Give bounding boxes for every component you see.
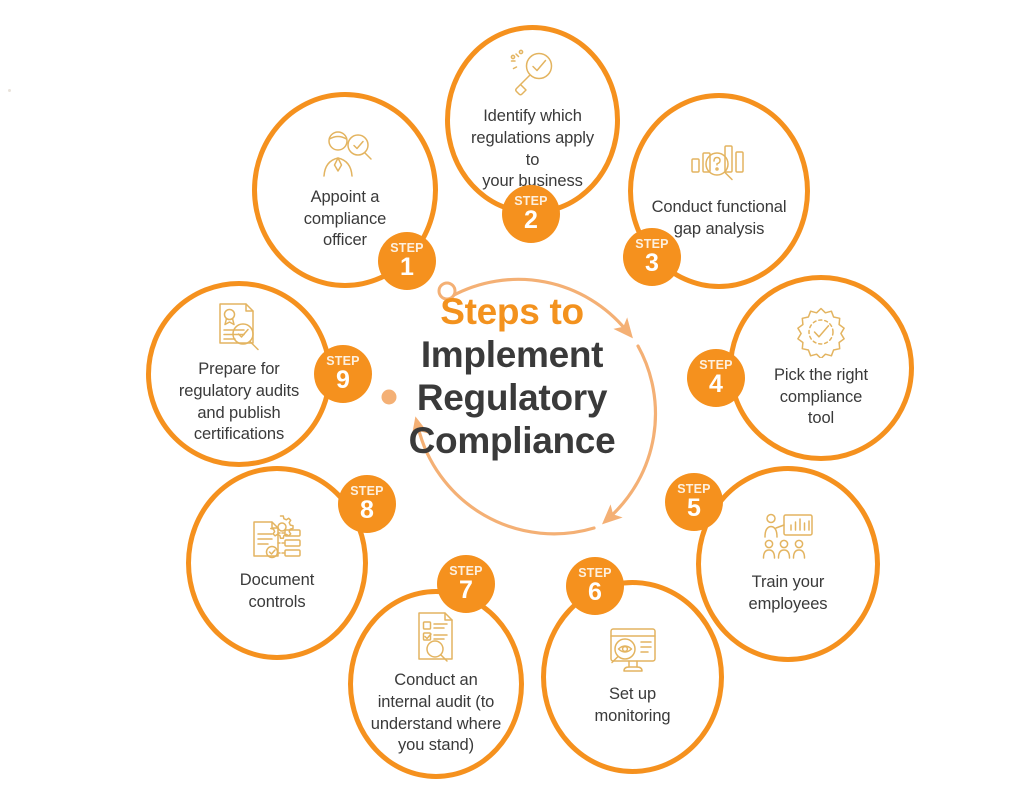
certificate-magnifier-check-icon bbox=[215, 302, 263, 352]
center-title: Steps to Implement Regulatory Compliance bbox=[357, 291, 667, 463]
step-badge-word-3: STEP bbox=[635, 236, 669, 251]
step-badge-7[interactable]: STEP 7 bbox=[437, 555, 495, 613]
gear-check-icon bbox=[795, 306, 847, 359]
step-badge-word-6: STEP bbox=[578, 565, 612, 580]
step-label-4: Pick the right compliance tool bbox=[774, 365, 868, 428]
step-label-8: Document controls bbox=[239, 570, 315, 611]
step-node-9[interactable]: Prepare for regulatory audits and publis… bbox=[146, 281, 332, 467]
step-badge-word-5: STEP bbox=[677, 481, 711, 496]
step-badge-9[interactable]: STEP 9 bbox=[314, 345, 372, 403]
decorative-dot bbox=[8, 89, 11, 92]
step-badge-word-7: STEP bbox=[449, 563, 483, 578]
step-badge-2[interactable]: STEP 2 bbox=[502, 185, 560, 243]
step-badge-word-4: STEP bbox=[699, 357, 733, 372]
step-badge-number-1: 1 bbox=[400, 253, 414, 282]
trainer-presentation-audience-icon bbox=[760, 513, 816, 565]
step-node-8[interactable]: Document controls bbox=[186, 466, 368, 660]
step-badge-word-1: STEP bbox=[390, 240, 424, 255]
step-badge-number-2: 2 bbox=[524, 206, 538, 235]
step-badge-number-3: 3 bbox=[645, 249, 659, 278]
step-badge-1[interactable]: STEP 1 bbox=[378, 232, 436, 290]
monitor-magnifier-eye-icon bbox=[605, 627, 661, 677]
step-badge-number-8: 8 bbox=[360, 496, 374, 525]
step-badge-8[interactable]: STEP 8 bbox=[338, 475, 396, 533]
step-badge-number-9: 9 bbox=[336, 366, 350, 395]
title-line-1: Steps to bbox=[440, 291, 584, 333]
step-label-2: Identify which regulations apply to your… bbox=[470, 106, 595, 191]
step-badge-number-4: 4 bbox=[709, 370, 723, 399]
step-badge-6[interactable]: STEP 6 bbox=[566, 557, 624, 615]
title-line-3: Regulatory bbox=[416, 377, 608, 418]
step-label-6: Set up monitoring bbox=[594, 684, 671, 725]
step-badge-3[interactable]: STEP 3 bbox=[623, 228, 681, 286]
step-badge-5[interactable]: STEP 5 bbox=[665, 473, 723, 531]
step-label-9: Prepare for regulatory audits and publis… bbox=[178, 359, 300, 444]
step-node-3[interactable]: Conduct functional gap analysis bbox=[628, 93, 810, 289]
person-with-magnifier-check-icon bbox=[316, 128, 374, 180]
step-node-7[interactable]: Conduct an internal audit (to understand… bbox=[348, 589, 524, 779]
step-badge-word-9: STEP bbox=[326, 353, 360, 368]
step-node-6[interactable]: Set up monitoring bbox=[541, 580, 724, 774]
title-line-2: Implement bbox=[420, 334, 604, 376]
step-node-5[interactable]: Train your employees bbox=[696, 466, 880, 662]
step-badge-4[interactable]: STEP 4 bbox=[687, 349, 745, 407]
magnifier-check-icon bbox=[505, 47, 561, 99]
step-label-7: Conduct an internal audit (to understand… bbox=[370, 670, 502, 755]
step-label-3: Conduct functional gap analysis bbox=[651, 197, 787, 238]
step-node-4[interactable]: Pick the right compliance tool bbox=[728, 275, 914, 461]
step-label-1: Appoint a compliance officer bbox=[303, 187, 387, 250]
document-gear-controls-icon bbox=[249, 513, 305, 563]
step-badge-word-2: STEP bbox=[514, 193, 548, 208]
step-badge-word-8: STEP bbox=[350, 483, 384, 498]
checklist-document-magnifier-icon bbox=[413, 611, 459, 663]
step-label-5: Train your employees bbox=[748, 572, 828, 613]
step-node-1[interactable]: Appoint a compliance officer bbox=[252, 92, 438, 288]
step-badge-number-6: 6 bbox=[588, 578, 602, 607]
bar-chart-magnifier-question-icon bbox=[689, 142, 749, 190]
step-badge-number-5: 5 bbox=[687, 494, 701, 523]
title-line-4: Compliance bbox=[408, 419, 616, 461]
step-badge-number-7: 7 bbox=[459, 576, 473, 605]
